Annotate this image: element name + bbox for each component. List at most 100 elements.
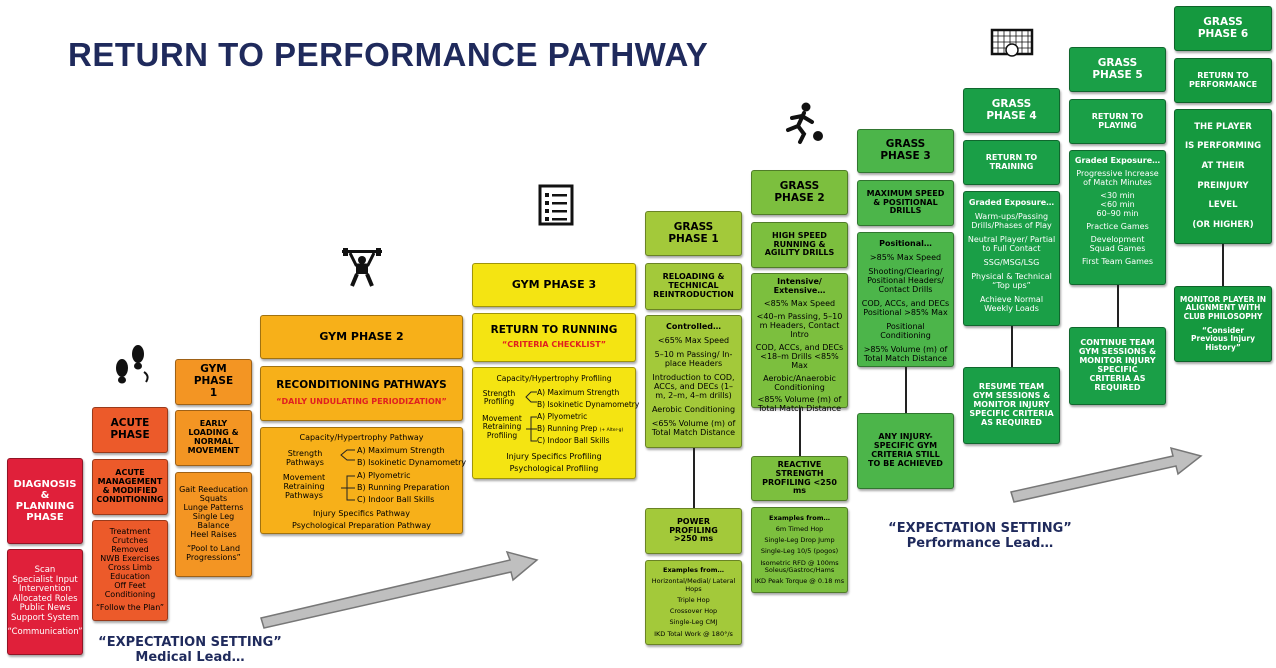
grass6-title: GRASS PHASE 6 <box>1174 6 1272 51</box>
grass1-example: Crossover Hop <box>669 607 718 616</box>
diagnosis-quote: “Communication” <box>7 627 83 638</box>
grass5-detail-item: Practice Games <box>1086 221 1149 231</box>
gym2-sub-text: RECONDITIONING PATHWAYS <box>276 379 447 392</box>
grass1-detail-item: <65% Max Speed <box>657 335 730 345</box>
grass3-detail-title: Positional… <box>879 239 932 248</box>
grass3-details: Positional… >85% Max Speed Shooting/Clea… <box>857 232 954 367</box>
acute-sub-text: ACUTE MANAGEMENT & MODIFIED CONDITIONING <box>96 468 164 504</box>
grass5-detail-title: Graded Exposure… <box>1074 156 1161 165</box>
grass5-connector <box>1117 285 1119 327</box>
grass5-title: GRASS PHASE 5 <box>1069 47 1166 92</box>
grass1-detail-title: Controlled… <box>666 322 721 331</box>
gym3-sub-text: RETURN TO RUNNING <box>490 323 618 336</box>
grass4-detail-item: SSG/MSG/LSG <box>983 257 1040 267</box>
grass3-title: GRASS PHASE 3 <box>857 129 954 173</box>
gym2-brace-icon <box>340 449 355 501</box>
grass4-detail-title: Graded Exposure… <box>968 198 1055 207</box>
gym2-details: Capacity/Hypertrophy Pathway Strength Pa… <box>260 427 466 534</box>
grass3-detail-item: Positional Conditioning <box>880 321 931 340</box>
gym1-item: Balance <box>197 521 230 530</box>
grass1-detail-item: Introduction to COD, ACCs, and DECs (1–m… <box>652 372 735 400</box>
expectation-performance-line1: “EXPECTATION SETTING” <box>888 521 1072 536</box>
grass6-monitor-quote: “Consider Previous Injury History” <box>1191 326 1255 352</box>
gym2-title: GYM PHASE 2 <box>260 315 463 359</box>
gym3-strength-item: B) Isokinetic Dynamometry <box>537 400 640 409</box>
gym2-strength-item: A) Maximum Strength <box>357 446 445 455</box>
grass4-gym-text: RESUME TEAM GYM SESSIONS & MONITOR INJUR… <box>969 382 1054 427</box>
grass2-sub-text: HIGH SPEED RUNNING & AGILITY DRILLS <box>764 230 835 258</box>
grass1-examples-title: Examples from… <box>663 566 724 575</box>
page-title: RETURN TO PERFORMANCE PATHWAY <box>68 36 709 73</box>
gym1-item: Heel Raises <box>190 529 237 539</box>
grass2-details: Intensive/ Extensive… <85% Max Speed <40… <box>751 273 848 413</box>
grass2-sub: HIGH SPEED RUNNING & AGILITY DRILLS <box>751 222 848 268</box>
grass4-detail-item: Achieve Normal Weekly Loads <box>979 294 1044 313</box>
grass6-detail-item: LEVEL <box>1208 200 1238 211</box>
arrow-performance-icon <box>1010 446 1203 503</box>
grass3-sub: MAXIMUM SPEED & POSITIONAL DRILLS <box>857 180 954 226</box>
grass3-detail-item: >85% Volume (m) of Total Match Distance <box>863 344 948 363</box>
grass1-example: Horizontal/Medial/ Lateral Hops <box>651 577 736 593</box>
diagnosis-item: Scan <box>34 565 56 576</box>
gym1-item: Gait Reeducation <box>179 485 248 495</box>
gym1-item: Lunge Patterns <box>183 503 244 513</box>
diagnosis-item: Support System <box>11 612 79 623</box>
acute-item: Crutches Removed <box>111 536 149 555</box>
grass4-title-text: GRASS PHASE 4 <box>986 97 1037 122</box>
grass1-profiling-text: POWER PROFILING >250 ms <box>669 516 718 544</box>
grass2-title-text: GRASS PHASE 2 <box>774 179 825 204</box>
diagnosis-phase-title: DIAGNOSIS & PLANNING PHASE <box>7 458 83 544</box>
acute-details: Treatment Crutches Removed NWB Exercises… <box>92 520 168 621</box>
gym3-title-text: GYM PHASE 3 <box>511 277 597 291</box>
checklist-icon <box>538 184 574 226</box>
grass3-gym-text: ANY INJURY-SPECIFIC GYM CRITERIA STILL T… <box>868 432 943 468</box>
gym2-movement-item: A) Plyometric <box>357 471 411 480</box>
footballer-icon <box>786 102 823 144</box>
gym3-movement-item: A) Plyometric <box>537 412 588 421</box>
grass4-connector <box>1011 326 1013 367</box>
expectation-medical-line1: “EXPECTATION SETTING” <box>98 635 282 650</box>
acute-item: Conditioning <box>104 589 156 599</box>
expectation-medical-line2: Medical Lead… <box>135 649 245 665</box>
grass2-example: Isometric RFD @ 100ms Soleus/Gastroc/Ham… <box>760 558 839 574</box>
gym2-strength-label: Strength Pathways <box>286 449 324 467</box>
grass2-profiling: REACTIVE STRENGTH PROFILING <250 ms <box>751 456 848 501</box>
grass5-detail-item: First Team Games <box>1081 256 1154 266</box>
grass1-examples: Examples from… Horizontal/Medial/ Latera… <box>645 560 742 645</box>
gym2-movement-item: C) Indoor Ball Skills <box>357 495 435 504</box>
acute-title-text: ACUTE PHASE <box>110 417 150 441</box>
expectation-medical: “EXPECTATION SETTING” Medical Lead… <box>95 635 285 665</box>
acute-item: Education <box>110 571 150 581</box>
grass4-sub: RETURN TO TRAINING <box>963 140 1060 185</box>
acute-phase-title: ACUTE PHASE <box>92 407 168 453</box>
grass6-monitor-text: MONITOR PLAYER IN ALIGNMENT WITH CLUB PH… <box>1179 294 1267 321</box>
grass2-examples-title: Examples from… <box>769 513 830 522</box>
gym1-sub-text: EARLY LOADING & NORMAL MOVEMENT <box>187 419 240 455</box>
grass1-sub: RELOADING & TECHNICAL REINTRODUCTION <box>645 263 742 310</box>
grass1-detail-item: Aerobic Conditioning <box>651 404 736 414</box>
gym3-movement-item: C) Indoor Ball Skills <box>537 436 610 445</box>
expectation-performance-line2: Performance Lead… <box>906 535 1054 551</box>
gym3-footer-item: Psychological Profiling <box>509 464 599 473</box>
grass4-sub-text: RETURN TO TRAINING <box>985 152 1038 171</box>
grass3-sub-text: MAXIMUM SPEED & POSITIONAL DRILLS <box>866 188 945 216</box>
gym2-sub-note: “DAILY UNDULATING PERIODIZATION” <box>276 396 447 406</box>
grass5-gym-text: CONTINUE TEAM GYM SESSIONS & MONITOR INJ… <box>1078 338 1157 392</box>
grass6-monitor: MONITOR PLAYER IN ALIGNMENT WITH CLUB PH… <box>1174 286 1272 362</box>
grass4-gym: RESUME TEAM GYM SESSIONS & MONITOR INJUR… <box>963 367 1060 444</box>
grass3-connector <box>905 367 907 413</box>
grass5-detail-item: Progressive Increase of Match Minutes <box>1076 168 1159 187</box>
grass1-example: Triple Hop <box>677 595 710 604</box>
grass5-title-text: GRASS PHASE 5 <box>1092 56 1143 81</box>
diagnosis-item: Intervention <box>19 584 71 595</box>
goal-icon <box>990 28 1034 57</box>
grass1-example: Single-Leg CMJ <box>669 618 718 627</box>
grass2-detail-item: COD, ACCs, and DECs <18–m Drills <85% Ma… <box>755 342 844 370</box>
gym3-brace-icon <box>525 391 537 442</box>
arrow-medical-icon <box>260 550 539 629</box>
grass6-detail-item: (OR HIGHER) <box>1192 219 1254 230</box>
grass4-detail-item: Physical & Technical “Top ups” <box>971 271 1052 290</box>
diagnosis-item: Public News <box>19 603 71 614</box>
gym2-footer-item: Injury Specifics Pathway <box>313 509 410 518</box>
grass5-details: Graded Exposure… Progressive Increase of… <box>1069 150 1166 285</box>
